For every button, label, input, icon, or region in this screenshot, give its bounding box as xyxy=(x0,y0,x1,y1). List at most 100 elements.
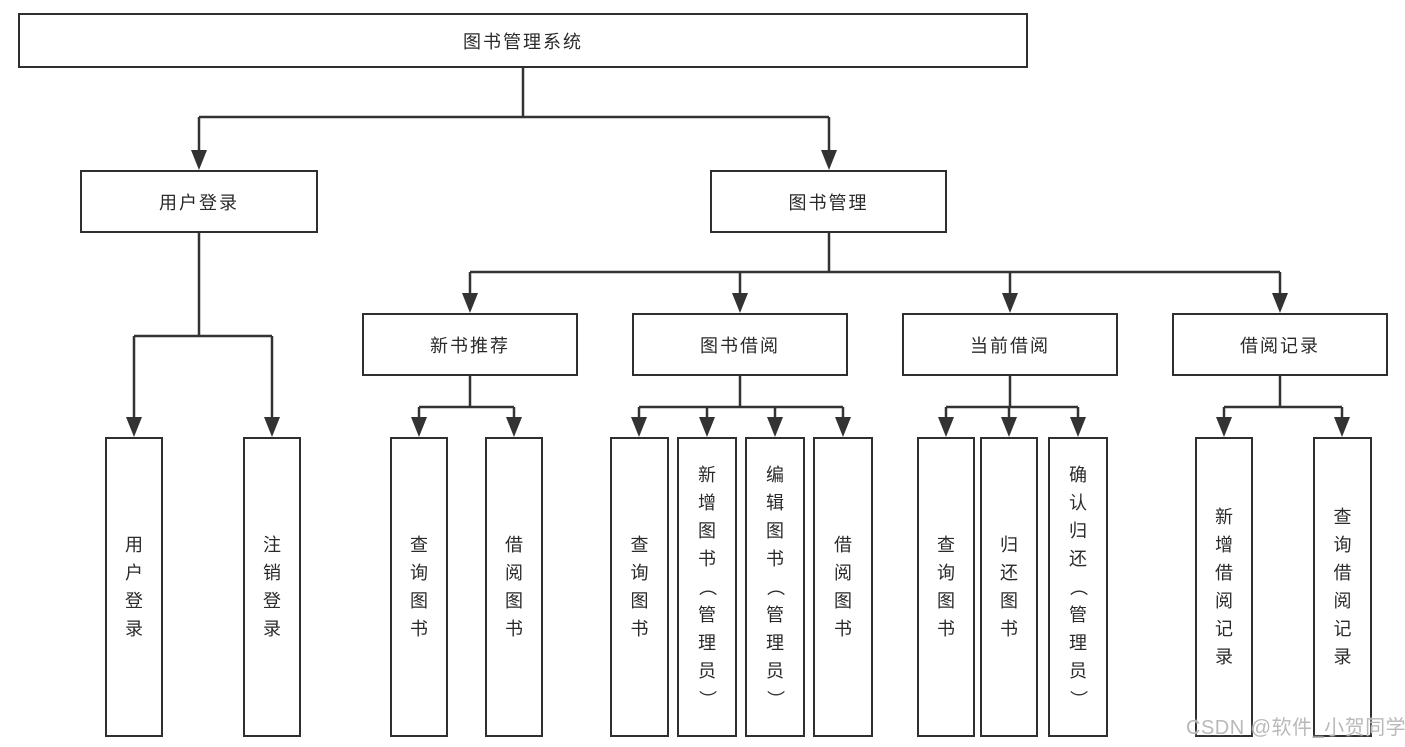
arrowhead-down-icon xyxy=(1002,293,1018,313)
node-label-char: （ xyxy=(765,578,785,596)
node-label-char: 用 xyxy=(125,535,143,555)
node-label-char: 新 xyxy=(1215,507,1233,527)
arrowhead-down-icon xyxy=(506,417,522,437)
node-label-char: 还 xyxy=(1069,549,1087,569)
node-label: 图书管理系统 xyxy=(463,31,583,52)
node-label-char: 还 xyxy=(1000,563,1018,583)
node-label-char: 书 xyxy=(410,619,428,639)
node-label-char: 图 xyxy=(630,591,649,611)
node-label-char: 书 xyxy=(505,619,523,639)
node-label-char: 借 xyxy=(505,535,523,555)
arrowhead-down-icon xyxy=(835,417,851,437)
node-label-char: 录 xyxy=(1333,647,1352,667)
node-label-char: 图 xyxy=(410,591,428,611)
node-book-management: 图书管理 xyxy=(710,170,947,233)
connector-path xyxy=(132,68,1344,425)
node-label-char: 员 xyxy=(1069,661,1087,681)
arrowhead-down-icon xyxy=(462,293,478,313)
node-label-char: 录 xyxy=(263,619,281,639)
node-label-char: 书 xyxy=(834,619,852,639)
leaf-logout: 注销登录 xyxy=(243,437,301,737)
arrowhead-down-icon xyxy=(264,417,280,437)
node-label-char: 理 xyxy=(766,633,784,653)
leaf-return-books: 归还图书 xyxy=(980,437,1038,737)
node-label-char: 归 xyxy=(1000,535,1018,555)
node-book-borrowing: 图书借阅 xyxy=(632,313,848,376)
node-label-char: 阅 xyxy=(1333,591,1352,611)
node-label-char: 销 xyxy=(263,563,281,583)
leaf-query-books-recommend: 查询图书 xyxy=(390,437,448,737)
node-label-char: 管 xyxy=(698,605,716,625)
leaf-borrow-books-recommend: 借阅图书 xyxy=(485,437,543,737)
node-label-char: 询 xyxy=(937,563,955,583)
arrowhead-down-icon xyxy=(1001,417,1017,437)
node-label-char: 阅 xyxy=(505,563,523,583)
node-new-book-recommend: 新书推荐 xyxy=(362,313,578,376)
node-label-char: 登 xyxy=(263,591,281,611)
node-label-char: 书 xyxy=(1000,619,1018,639)
node-label-char: 询 xyxy=(630,563,649,583)
node-label-char: 确 xyxy=(1069,465,1087,485)
node-label-char: 辑 xyxy=(766,493,784,513)
node-label: 新书推荐 xyxy=(430,335,510,356)
node-label-char: 书 xyxy=(766,549,784,569)
node-label-char: 录 xyxy=(1215,647,1233,667)
node-label-char: 书 xyxy=(630,619,649,639)
node-label-char: 新 xyxy=(698,465,716,485)
node-label-char: 管 xyxy=(1069,605,1087,625)
arrowhead-down-icon xyxy=(732,293,748,313)
arrowhead-down-icon xyxy=(1334,417,1350,437)
node-label: 用户登录 xyxy=(159,192,239,213)
node-label-char: 书 xyxy=(698,549,716,569)
node-current-borrowing: 当前借阅 xyxy=(902,313,1118,376)
node-label-char: 查 xyxy=(630,535,649,555)
node-label-char: 图 xyxy=(937,591,955,611)
leaf-query-books-borrow: 查询图书 xyxy=(610,437,669,737)
node-label-char: 记 xyxy=(1215,619,1233,639)
node-label-char: 记 xyxy=(1333,619,1352,639)
leaf-confirm-return-admin: 确认归还（管理员） xyxy=(1048,437,1108,737)
node-label-char: 询 xyxy=(410,563,428,583)
node-borrowing-records: 借阅记录 xyxy=(1172,313,1388,376)
node-label-char: 借 xyxy=(1215,563,1233,583)
node-label-char: 增 xyxy=(698,493,716,513)
node-label-char: （ xyxy=(697,578,717,596)
arrowhead-down-icon xyxy=(631,417,647,437)
node-label-char: 图 xyxy=(505,591,523,611)
leaf-add-books-admin: 新增图书（管理员） xyxy=(677,437,737,737)
node-label-char: 登 xyxy=(125,591,143,611)
node-user-login: 用户登录 xyxy=(80,170,318,233)
arrowhead-down-icon xyxy=(126,417,142,437)
leaf-borrow-books: 借阅图书 xyxy=(813,437,873,737)
leaf-user-login: 用户登录 xyxy=(105,437,163,737)
node-label-char: 查 xyxy=(937,535,955,555)
node-label-char: 查 xyxy=(1333,507,1352,527)
node-label-char: 增 xyxy=(1215,535,1233,555)
node-label-char: 理 xyxy=(1069,633,1087,653)
node-label-char: 管 xyxy=(766,605,784,625)
leaf-edit-books-admin: 编辑图书（管理员） xyxy=(745,437,805,737)
node-label-char: 查 xyxy=(410,535,428,555)
node-label-char: 借 xyxy=(1333,563,1352,583)
leaf-query-borrow-record: 查询借阅记录 xyxy=(1313,437,1372,737)
arrowhead-down-icon xyxy=(1272,293,1288,313)
arrowhead-down-icon xyxy=(821,150,837,170)
node-label-char: 户 xyxy=(125,563,143,583)
node-label-char: 注 xyxy=(263,535,281,555)
node-library-system: 图书管理系统 xyxy=(18,13,1028,68)
arrowhead-down-icon xyxy=(767,417,783,437)
watermark: CSDN @软件_小贺同学 xyxy=(1186,717,1405,739)
node-label-char: 图 xyxy=(766,521,784,541)
node-label: 当前借阅 xyxy=(970,335,1050,356)
leaf-add-borrow-record: 新增借阅记录 xyxy=(1195,437,1253,737)
node-label-char: 图 xyxy=(1000,591,1018,611)
node-label-char: 书 xyxy=(937,619,955,639)
node-label-char: 询 xyxy=(1333,535,1352,555)
arrowhead-down-icon xyxy=(699,417,715,437)
node-label-char: 借 xyxy=(834,535,852,555)
node-label: 图书管理 xyxy=(788,192,869,213)
node-label-char: 阅 xyxy=(834,563,852,583)
leaf-query-books-current: 查询图书 xyxy=(917,437,975,737)
node-label-char: 理 xyxy=(698,633,716,653)
